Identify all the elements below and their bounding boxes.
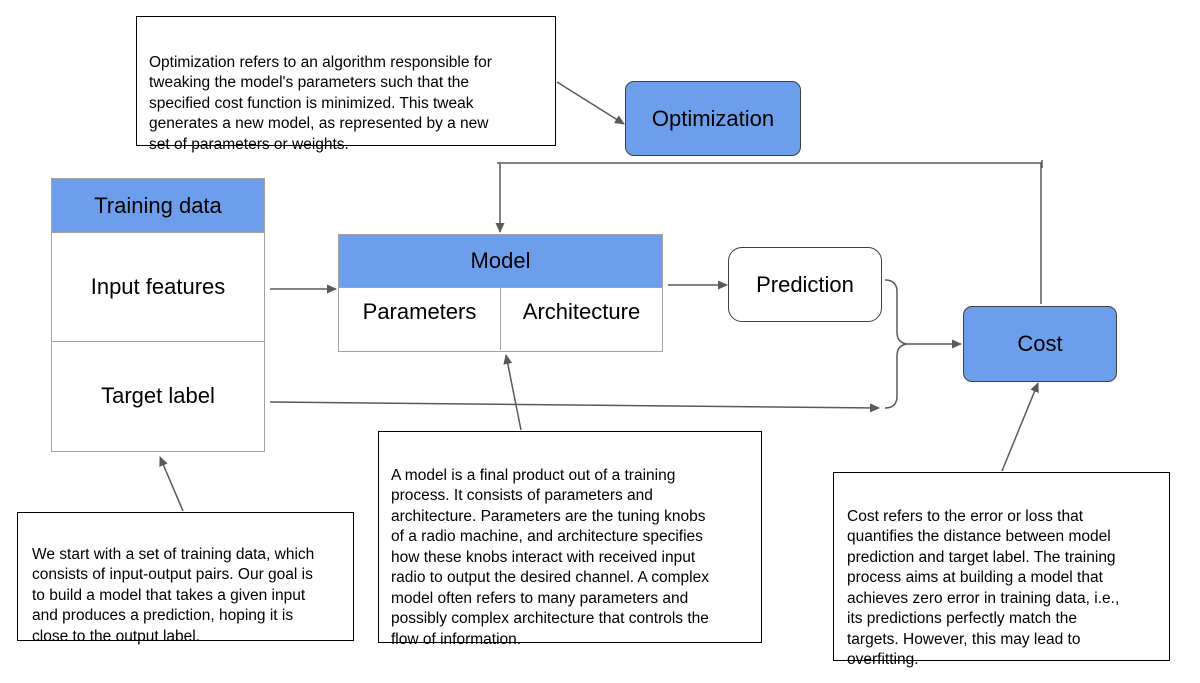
prediction-node: Prediction — [728, 247, 882, 322]
target-label-label: Target label — [101, 383, 215, 408]
training-note-arrow — [159, 456, 184, 512]
training-data-table: Training data Input features Target labe… — [51, 178, 265, 452]
parameters-cell: Parameters — [339, 288, 501, 350]
training-note-text: We start with a set of training data, wh… — [32, 545, 315, 645]
architecture-cell: Architecture — [501, 288, 662, 350]
input-features-label: Input features — [90, 274, 226, 299]
model-note-text: A model is a final product out of a trai… — [391, 466, 709, 648]
model-header: Model — [339, 235, 662, 288]
model-body: Parameters Architecture — [339, 288, 662, 350]
target-label-cell: Target label — [52, 342, 264, 450]
note-to-optimization-arrow — [556, 81, 625, 125]
prediction-label: Prediction — [756, 271, 854, 297]
architecture-label: Architecture — [522, 299, 641, 324]
cost-note-arrow — [1001, 382, 1039, 472]
model-title: Model — [470, 248, 531, 273]
cost-node: Cost — [963, 306, 1117, 382]
optimization-note-text: Optimization refers to an algorithm resp… — [149, 53, 492, 153]
cost-note: Cost refers to the error or loss that qu… — [833, 472, 1170, 668]
cost-note-text: Cost refers to the error or loss that qu… — [847, 507, 1120, 669]
merge-brace — [884, 279, 910, 409]
training-note: We start with a set of training data, wh… — [17, 512, 354, 645]
training-data-title: Training data — [94, 192, 222, 218]
training-data-header: Training data — [52, 179, 264, 233]
optimization-note: Optimization refers to an algorithm resp… — [136, 16, 556, 153]
model-table: Model Parameters Architecture — [338, 234, 663, 352]
target-to-cost-arrow — [269, 401, 880, 413]
input-features-cell: Input features — [52, 233, 264, 342]
optimization-label: Optimization — [651, 105, 775, 131]
model-note: A model is a final product out of a trai… — [378, 431, 762, 648]
optimization-node: Optimization — [625, 81, 801, 156]
parameters-label: Parameters — [362, 299, 477, 324]
cost-label: Cost — [1017, 331, 1063, 356]
model-note-arrow — [503, 354, 522, 431]
